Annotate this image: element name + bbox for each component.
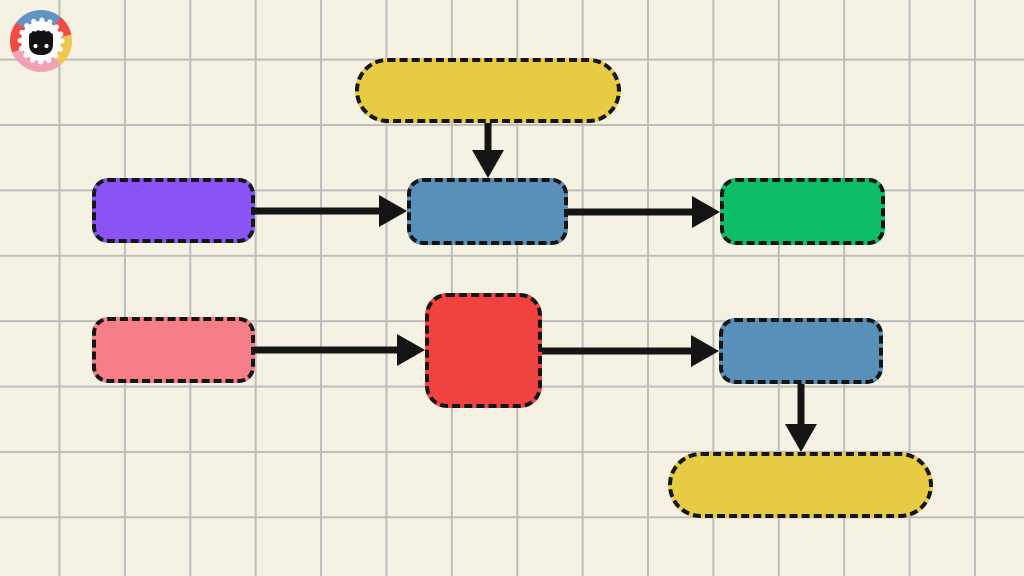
toca-boca-logo	[10, 10, 72, 72]
sheep-icon	[17, 17, 65, 65]
red-box-node[interactable]	[425, 293, 542, 408]
blue-box-2-node[interactable]	[719, 318, 883, 384]
green-box-node[interactable]	[720, 178, 885, 245]
arrow-blue-box-2-to-yellow-pill-bottom[interactable]	[785, 384, 817, 452]
blue-box-1-node[interactable]	[407, 178, 568, 245]
arrow-pink-box-to-red-box[interactable]	[255, 334, 425, 366]
yellow-pill-bottom-node[interactable]	[668, 452, 933, 518]
purple-box-node[interactable]	[92, 178, 255, 243]
arrow-yellow-pill-top-to-blue-box-1[interactable]	[472, 123, 504, 178]
yellow-pill-top-node[interactable]	[355, 58, 621, 123]
pink-box-node[interactable]	[92, 317, 255, 383]
arrow-purple-box-to-blue-box-1[interactable]	[255, 195, 407, 227]
arrow-red-box-to-blue-box-2[interactable]	[542, 335, 719, 367]
arrow-blue-box-1-to-green-box[interactable]	[568, 196, 720, 228]
